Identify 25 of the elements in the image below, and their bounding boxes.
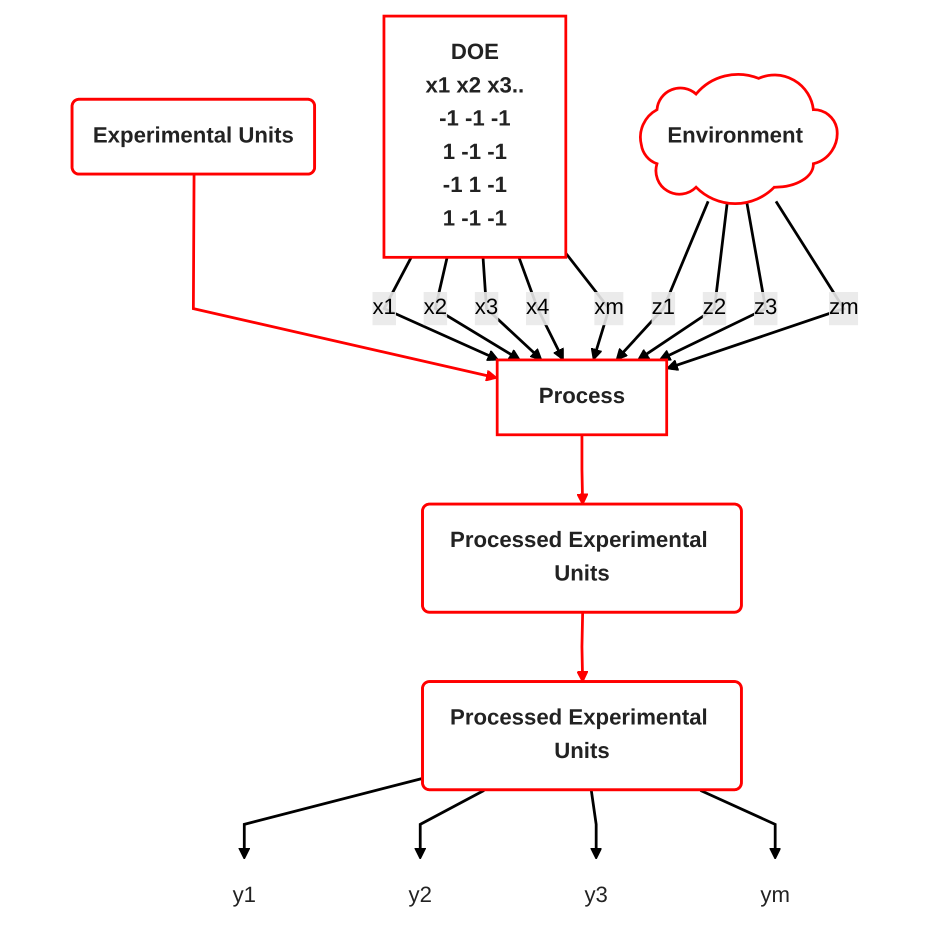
edge-label: xm: [594, 296, 624, 320]
node-text: ym: [760, 883, 790, 908]
arrow: [576, 434, 588, 505]
node-box: Process: [495, 358, 668, 436]
edge-label: zm: [828, 296, 858, 320]
edge-label: x1: [372, 296, 396, 320]
node-text: y3: [584, 883, 608, 908]
arrow: [192, 174, 498, 381]
arrow: [576, 612, 588, 682]
arrow: [238, 776, 424, 860]
edge-label: z1: [651, 296, 675, 320]
edge-label: x4: [526, 296, 550, 320]
arrow: [615, 200, 710, 360]
edge-label: z2: [702, 296, 726, 320]
arrow: [517, 256, 564, 360]
arrow: [699, 788, 781, 860]
edge-label: x2: [423, 296, 447, 320]
arrow: [590, 790, 602, 860]
node-text: y1: [232, 883, 256, 908]
arrow: [414, 788, 484, 860]
node-box: DOE x1 x2 x3.. -1 -1 -1 1 -1 -1 -1 1 -1 1 -1 -1: [382, 14, 567, 258]
node-text: y2: [408, 883, 432, 908]
edge-label: z3: [754, 296, 778, 320]
edge-label: x3: [474, 296, 498, 320]
arrow: [658, 200, 767, 360]
